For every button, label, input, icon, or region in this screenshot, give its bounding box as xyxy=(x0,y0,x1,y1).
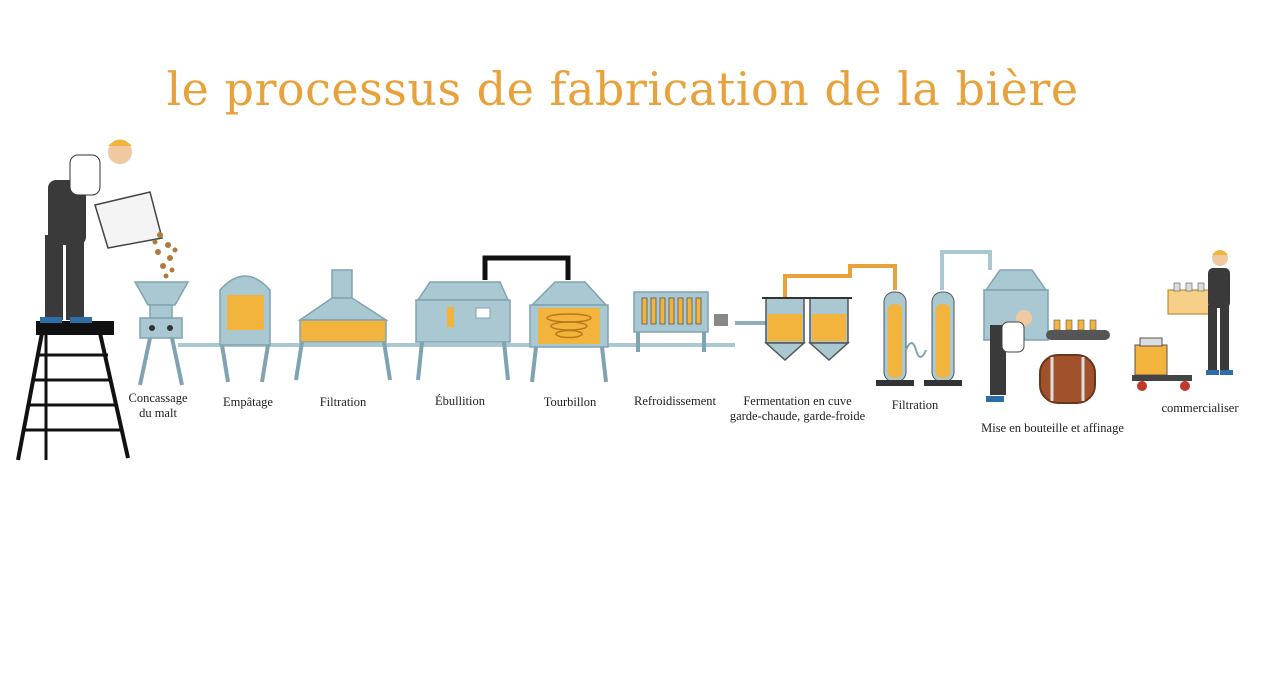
step-label-line: Fermentation en cuve xyxy=(743,394,852,408)
step-label-line: garde-chaude, garde-froide xyxy=(729,409,866,423)
whirlpool-machine xyxy=(529,281,609,383)
step-label-bottling: Mise en bouteille et affinage xyxy=(975,421,1130,436)
step-label-line: Filtration xyxy=(319,395,367,409)
step-label-line: commercialiser xyxy=(1161,401,1239,415)
delivery-worker-icon xyxy=(1132,250,1233,391)
step-label-filtration-2: Filtration xyxy=(875,398,955,413)
fermentation-tanks xyxy=(762,264,897,362)
step-label-line: Filtration xyxy=(891,398,939,412)
ladder-icon xyxy=(16,321,130,461)
worker-pouring-malt-icon xyxy=(40,139,178,323)
diagram-title: le processus de fabrication de la bière xyxy=(166,62,1079,116)
boil-kettle-machine xyxy=(415,255,571,381)
step-label-line: Concassage xyxy=(128,391,188,405)
step-label-filtration-1: Filtration xyxy=(303,395,383,410)
bottling-line xyxy=(983,269,1110,404)
step-label-mashing: Empâtage xyxy=(208,395,288,410)
step-label-malt-crushing: Concassage du malt xyxy=(118,391,198,421)
step-label-boiling: Ébullition xyxy=(420,394,500,409)
step-label-line: du malt xyxy=(139,406,177,420)
step-label-commercialise: commercialiser xyxy=(1150,401,1250,416)
main-pipe xyxy=(178,321,770,347)
malt-mill-machine xyxy=(133,281,190,386)
step-label-line: Empâtage xyxy=(223,395,273,409)
step-label-line: Ébullition xyxy=(435,394,485,408)
filtration-vessel-1 xyxy=(294,269,392,381)
step-label-whirlpool: Tourbillon xyxy=(530,395,610,410)
filtration-columns xyxy=(876,250,992,386)
mash-tun-machine xyxy=(219,275,271,383)
step-label-line: Refroidissement xyxy=(634,394,716,408)
step-label-line: Tourbillon xyxy=(543,395,597,409)
step-label-fermentation: Fermentation en cuve garde-chaude, garde… xyxy=(725,394,870,424)
step-label-line: Mise en bouteille et affinage xyxy=(981,421,1124,435)
step-label-cooling: Refroidissement xyxy=(625,394,725,409)
cooler-machine xyxy=(633,291,728,352)
